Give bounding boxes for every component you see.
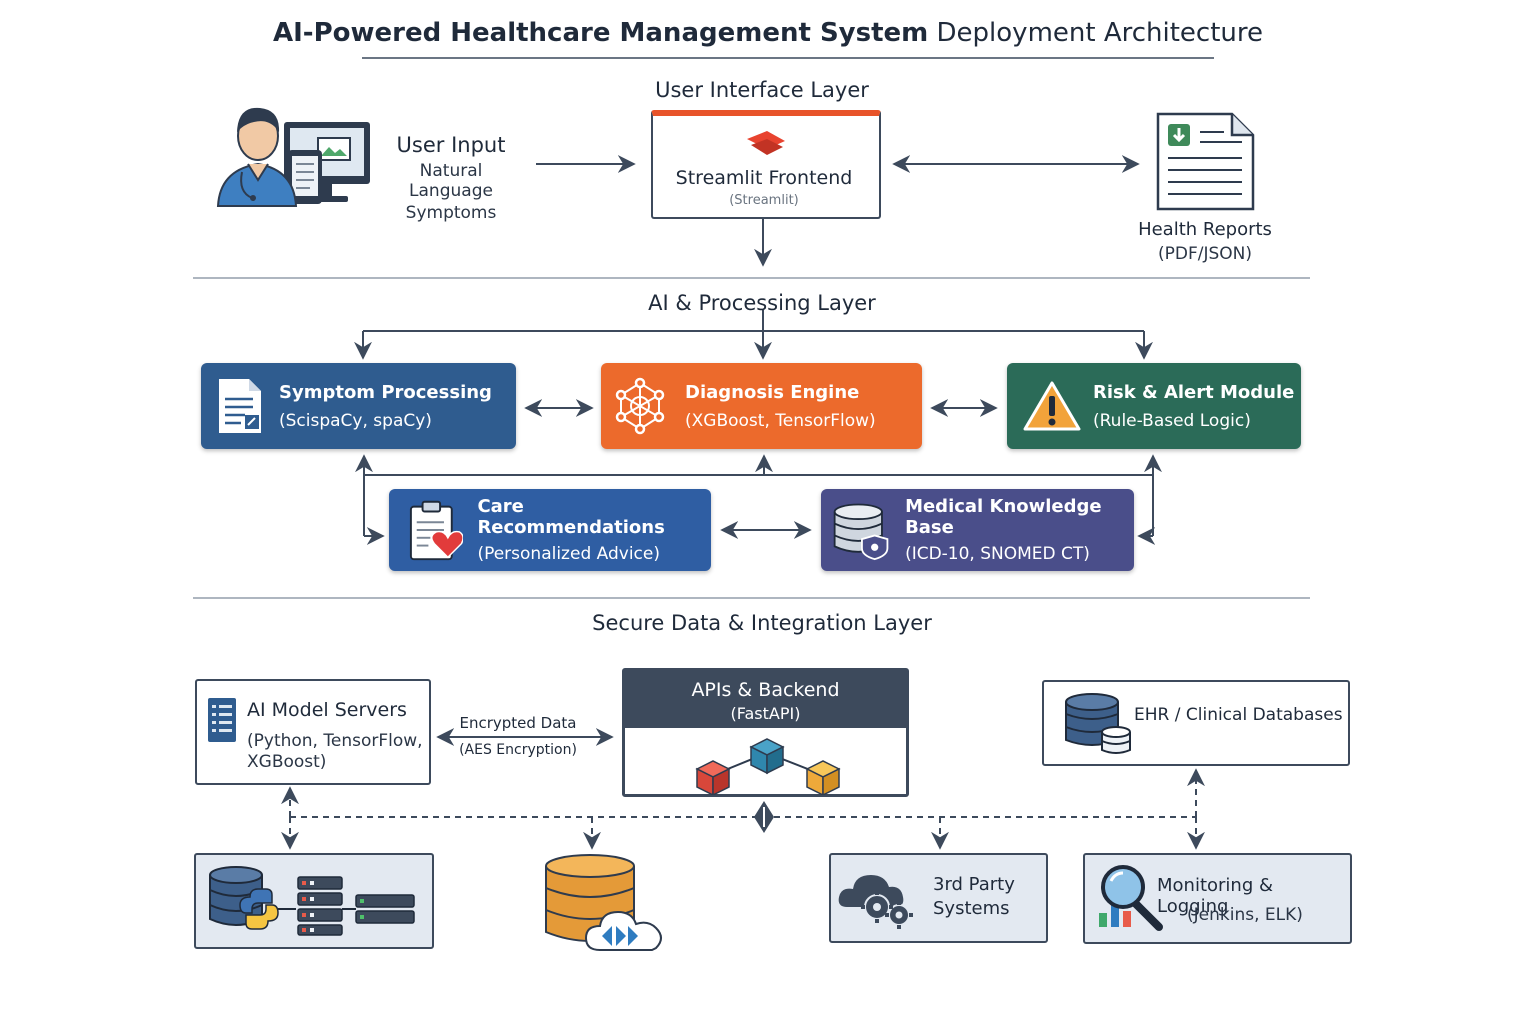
reports-subtitle: (PDF/JSON) — [1157, 244, 1252, 264]
python-servers-box — [194, 853, 434, 949]
apis-subtitle: (FastAPI) — [730, 704, 801, 723]
ehr-databases-box: EHR / Clinical Databases — [1042, 680, 1350, 766]
ai-model-servers-box: AI Model Servers (Python, TensorFlow, XG… — [195, 679, 431, 785]
apis-title: APIs & Backend — [691, 679, 840, 701]
server-doc-icon — [208, 698, 236, 742]
care-title: Care Recommendations — [477, 496, 665, 538]
diagnosis-subtitle: (XGBoost, TensorFlow) — [685, 410, 876, 431]
risk-title: Risk & Alert Module — [1093, 381, 1295, 403]
ui-layer-title: User Interface Layer — [655, 78, 869, 102]
risk-alert-box: Risk & Alert Module (Rule-Based Logic) — [1007, 363, 1301, 449]
document-icon — [1156, 112, 1255, 211]
user-input: User Input Natural Language Symptoms — [376, 133, 526, 223]
risk-subtitle: (Rule-Based Logic) — [1093, 410, 1251, 431]
divider-ui-ai — [193, 277, 1310, 279]
health-reports: Health Reports (PDF/JSON) — [1120, 219, 1290, 264]
diagnosis-title: Diagnosis Engine — [685, 381, 860, 403]
monitoring-logging-box: Monitoring & Logging (Jenkins, ELK) — [1083, 853, 1352, 944]
streamlit-frontend-box: Streamlit Frontend (Streamlit) — [651, 110, 881, 219]
warning-icon — [1023, 381, 1081, 431]
user-input-line1: Natural Language — [409, 161, 493, 201]
notes-icon — [219, 379, 261, 433]
title-rest: Deployment Architecture — [936, 18, 1264, 48]
model-servers-title: AI Model Servers — [247, 699, 407, 721]
care-subtitle: (Personalized Advice) — [477, 544, 660, 564]
title-bold: AI-Powered Healthcare Management System — [272, 18, 929, 48]
diagram-title: AI-Powered Healthcare Management System … — [0, 18, 1536, 48]
streamlit-logo-icon — [747, 131, 785, 155]
care-recommendations-box: Care Recommendations (Personalized Advic… — [389, 489, 711, 571]
data-layer-title: Secure Data & Integration Layer — [592, 611, 932, 635]
python-database-servers-icon — [209, 866, 415, 936]
medical-knowledge-base-box: Medical Knowledge Base (ICD-10, SNOMED C… — [821, 489, 1134, 571]
reports-title: Health Reports — [1138, 219, 1272, 240]
model-servers-line2: XGBoost) — [247, 752, 327, 772]
cloud-gears-icon — [838, 875, 913, 929]
neural-network-icon — [615, 377, 665, 435]
ai-layer-title: AI & Processing Layer — [648, 291, 876, 315]
user-input-line2: Symptoms — [405, 203, 497, 223]
symptom-subtitle: (ScispaCy, spaCy) — [279, 410, 432, 431]
apis-backend-box: APIs & Backend (FastAPI) — [622, 668, 909, 797]
clipboard-heart-icon — [409, 500, 464, 561]
title-underline — [362, 57, 1214, 59]
database-icon — [1065, 693, 1131, 754]
ehr-title: EHR / Clinical Databases — [1134, 705, 1343, 725]
encrypted-data-label: Encrypted Data — [459, 714, 577, 732]
third-party-line1: 3rd Party — [933, 874, 1015, 895]
magnifier-chart-icon — [1099, 865, 1163, 931]
third-party-label: 3rd Party Systems — [933, 873, 1015, 921]
symptom-processing-box: Symptom Processing (ScispaCy, spaCy) — [201, 363, 516, 449]
knowledge-subtitle: (ICD-10, SNOMED CT) — [905, 544, 1090, 564]
frontend-title: Streamlit Frontend — [675, 167, 853, 189]
microservices-cubes-icon — [695, 738, 841, 795]
cloud-storage-icon — [545, 854, 662, 951]
database-shield-icon — [833, 503, 889, 561]
divider-ai-data — [193, 597, 1310, 599]
model-servers-line1: (Python, TensorFlow, — [247, 731, 423, 751]
frontend-subtitle: (Streamlit) — [729, 193, 799, 208]
apis-header: APIs & Backend (FastAPI) — [625, 671, 906, 728]
doctor-computer-icon — [216, 107, 370, 207]
third-party-line2: Systems — [933, 898, 1010, 919]
monitoring-title: Monitoring & Logging — [1157, 875, 1274, 917]
aes-encryption-label: (AES Encryption) — [459, 742, 577, 758]
knowledge-title: Medical Knowledge Base — [905, 496, 1102, 538]
monitoring-subtitle: (Jenkins, ELK) — [1187, 905, 1303, 925]
symptom-title: Symptom Processing — [279, 381, 492, 403]
diagnosis-engine-box: Diagnosis Engine (XGBoost, TensorFlow) — [601, 363, 922, 449]
third-party-systems-box: 3rd Party Systems — [829, 853, 1048, 943]
user-input-title: User Input — [396, 133, 506, 157]
